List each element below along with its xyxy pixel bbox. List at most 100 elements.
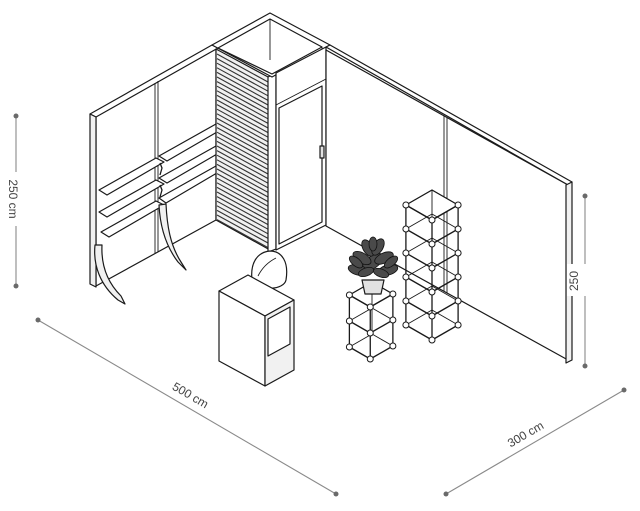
cube-bar — [405, 204, 433, 221]
slat-line — [216, 127, 269, 157]
plant-leaf — [372, 267, 390, 279]
slat-line — [216, 117, 269, 147]
potted-plant — [347, 236, 399, 295]
cube-bar — [431, 300, 459, 317]
slat-line — [216, 168, 269, 198]
cube-connector — [366, 329, 374, 337]
slat-line — [216, 182, 269, 212]
cube-bar — [431, 324, 459, 341]
cube-connector — [402, 321, 410, 329]
cube-bar — [431, 213, 459, 230]
slat-line — [216, 186, 269, 216]
cube-bar — [431, 261, 459, 278]
cube-bar — [349, 307, 373, 322]
cube-bar — [431, 276, 459, 293]
cube-connector — [428, 288, 436, 296]
slat-line — [216, 94, 269, 124]
cube-bar — [405, 213, 433, 230]
slat-line — [216, 53, 269, 83]
cube-bar — [431, 189, 459, 206]
cube-bar — [405, 285, 433, 302]
door-handle-icon — [319, 145, 325, 159]
slat-line — [216, 205, 269, 235]
wall-shelves — [94, 123, 225, 305]
dimension-depth: 300 cm — [443, 387, 627, 497]
cube-bar — [431, 228, 459, 245]
cube-connector — [428, 240, 436, 248]
slat-line — [216, 113, 269, 143]
cube-rack — [402, 189, 462, 344]
cube-connector — [428, 312, 436, 320]
slat-line — [216, 136, 269, 166]
cube-bar — [405, 276, 433, 293]
cube-bar — [349, 346, 371, 360]
cube-connector — [389, 290, 397, 298]
cube-connector — [402, 273, 410, 281]
slat-line — [216, 219, 269, 249]
plant-leaf — [348, 255, 364, 269]
cube-bar — [349, 320, 371, 334]
cube-bar — [349, 333, 373, 348]
counter — [218, 274, 295, 387]
door-wall — [275, 46, 327, 251]
slat-line — [216, 67, 269, 97]
cube-bar — [371, 333, 394, 347]
slat-line — [216, 191, 269, 221]
plant-leaf — [383, 255, 399, 269]
slat-line — [216, 85, 269, 115]
slat-line — [216, 200, 269, 230]
cube-connector — [454, 225, 462, 233]
slat-line — [216, 159, 269, 189]
cube-bar — [405, 237, 433, 254]
slat-line — [216, 99, 269, 129]
slat-line — [216, 214, 269, 244]
slat-line — [216, 140, 269, 170]
cube-connector — [454, 201, 462, 209]
slat-line — [216, 177, 269, 207]
dimension-height-right: 250 — [567, 193, 588, 369]
slat-line — [216, 76, 269, 106]
cube-bar — [405, 261, 433, 278]
cube-connector — [454, 321, 462, 329]
cube-connector — [428, 216, 436, 224]
slat-line — [216, 104, 269, 134]
slat-line — [216, 150, 269, 180]
cube-bar — [405, 324, 433, 341]
cube-bar — [431, 309, 459, 326]
cube-connector — [454, 249, 462, 257]
cube-connector — [428, 264, 436, 272]
slat-line — [216, 81, 269, 111]
slat-line — [216, 154, 269, 184]
plant-leaf — [357, 266, 375, 278]
cube-bar — [349, 294, 371, 308]
cube-bar — [405, 228, 433, 245]
cube-bar — [405, 309, 433, 326]
cube-connector — [402, 225, 410, 233]
cube-connector — [366, 303, 374, 311]
cube-bar — [371, 307, 394, 321]
cube-bar — [369, 293, 394, 308]
slat-line — [216, 131, 269, 161]
cube-connector — [428, 336, 436, 344]
slat-line — [216, 173, 269, 203]
slat-line — [216, 90, 269, 120]
cube-connector — [454, 273, 462, 281]
cube-bar — [431, 252, 459, 269]
slat-line — [216, 145, 269, 175]
dimension-height-left: 250 cm — [6, 113, 26, 289]
height-left-label: 250 cm — [6, 179, 20, 218]
cube-connector — [454, 297, 462, 305]
cube-bar — [405, 189, 433, 206]
cube-connector — [389, 316, 397, 324]
cube-connector — [402, 249, 410, 257]
slat-line — [216, 163, 269, 193]
slat-line — [216, 71, 269, 101]
slat-line — [216, 196, 269, 226]
cube-bar — [431, 285, 459, 302]
cube-bar — [431, 237, 459, 254]
cube-connector — [366, 355, 374, 363]
cube-bar — [405, 300, 433, 317]
door — [278, 85, 323, 245]
slat-line — [216, 108, 269, 138]
